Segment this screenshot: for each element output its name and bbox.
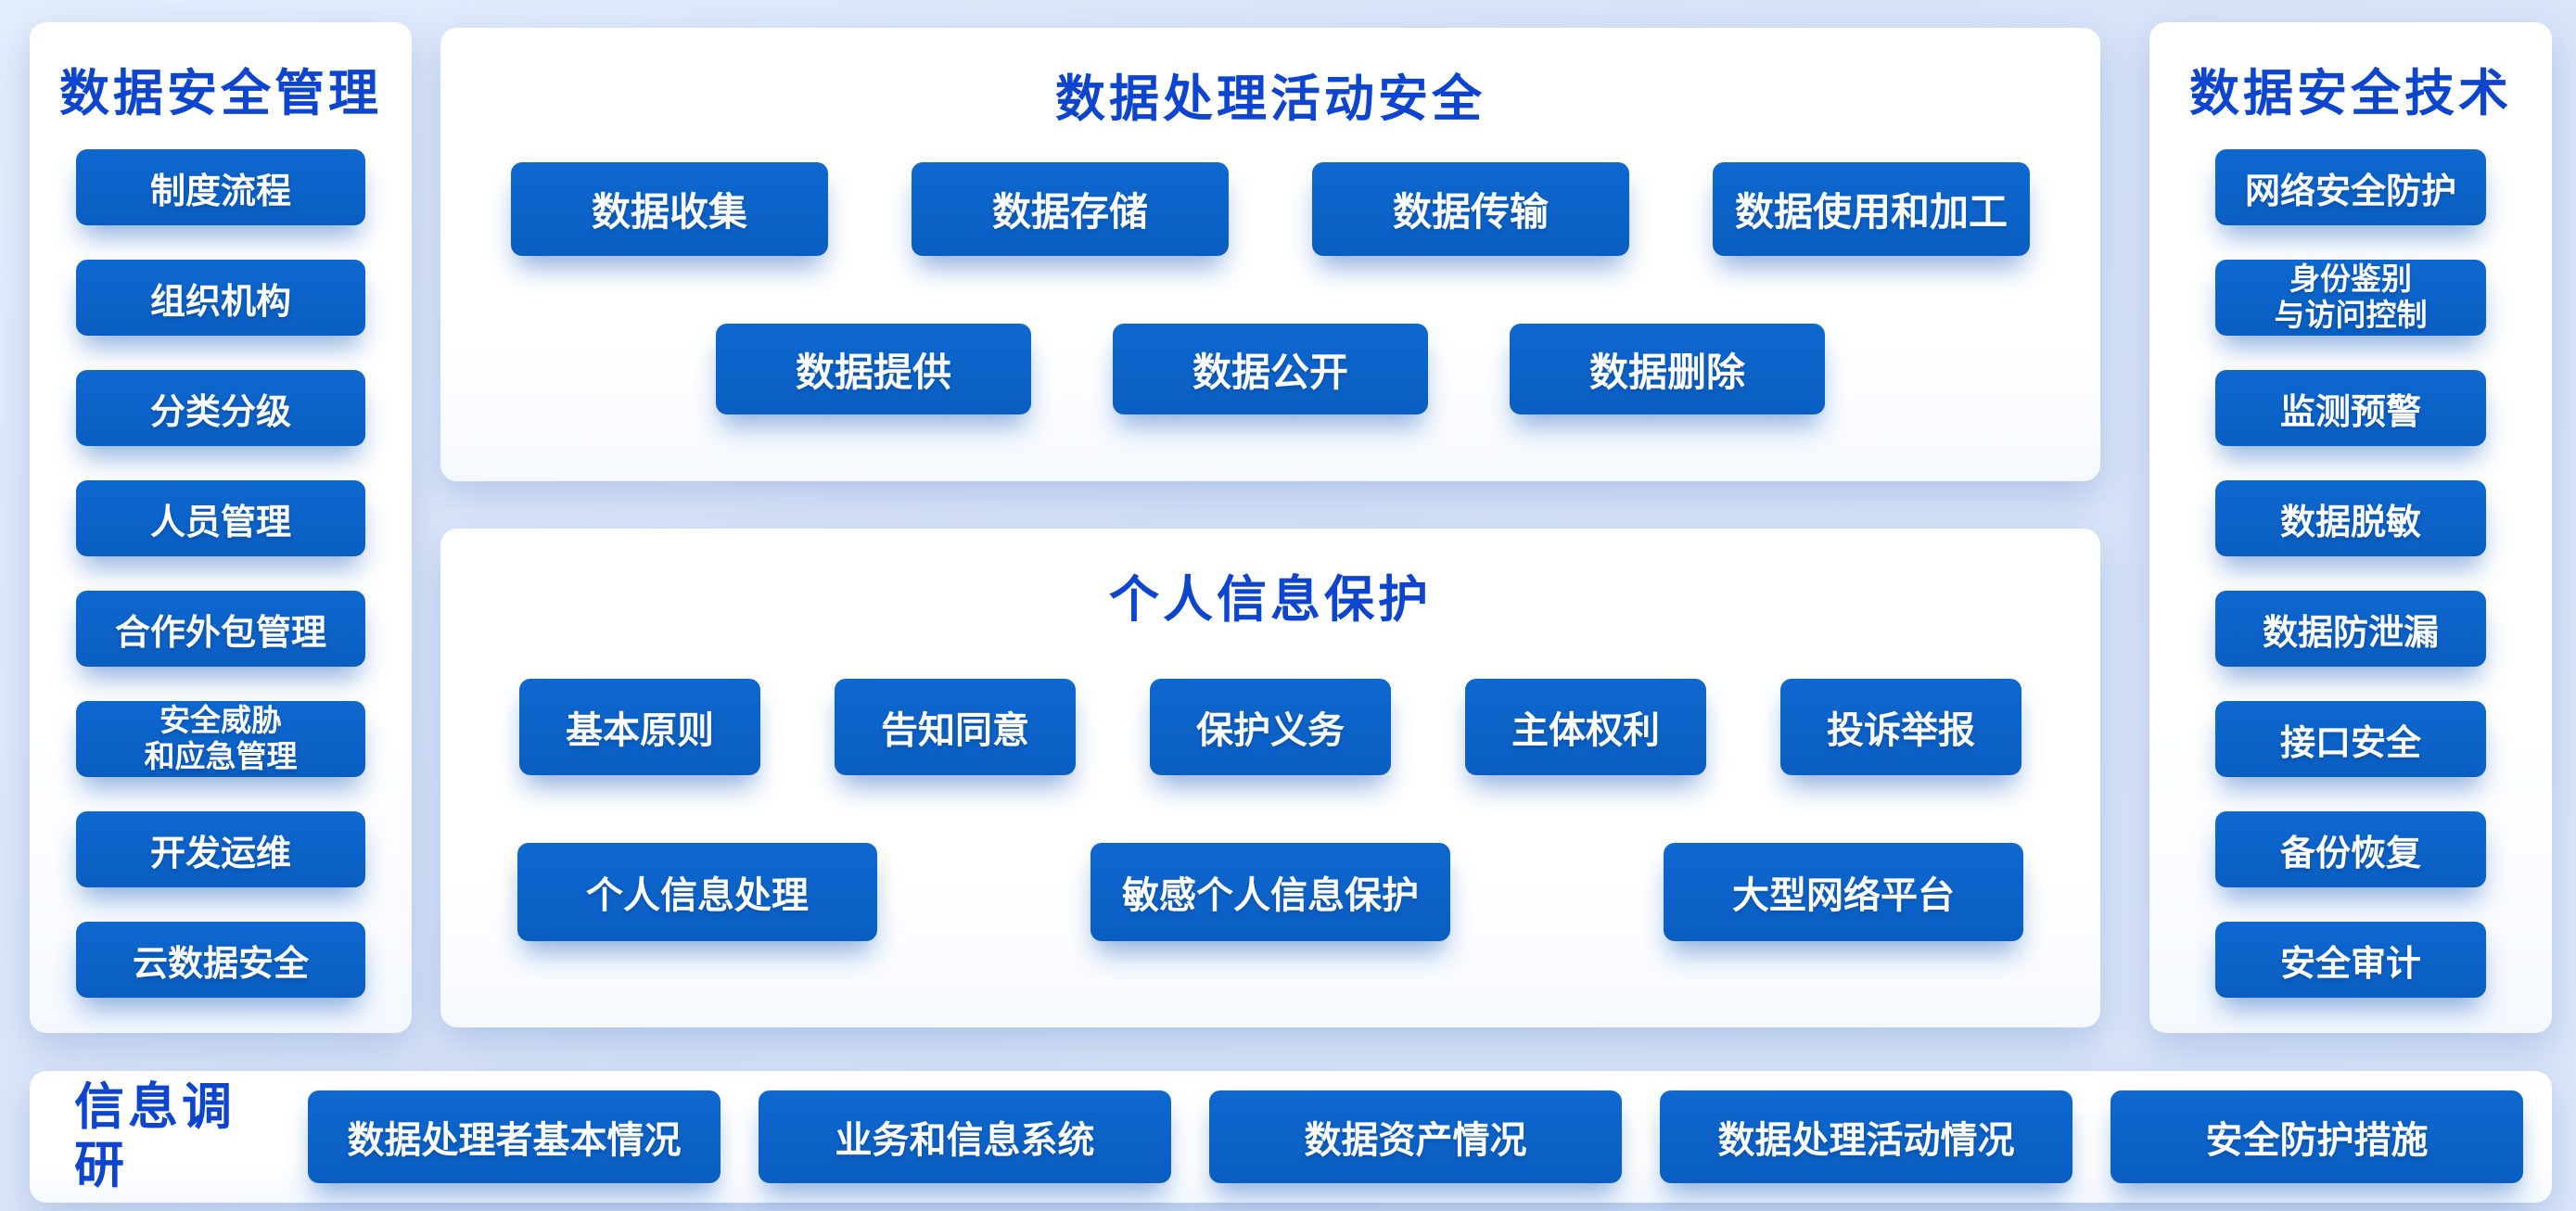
- data-security-technology-panel: 数据安全技术 网络安全防护 身份鉴别 与访问控制 监测预警 数据脱敏 数据防泄漏…: [2149, 22, 2552, 1033]
- chip-data-collection[interactable]: 数据收集: [511, 162, 828, 256]
- chip-data-provision[interactable]: 数据提供: [716, 324, 1031, 414]
- chip-security-audit[interactable]: 安全审计: [2215, 922, 2486, 998]
- data-processing-row-1: 数据收集 数据存储 数据传输 数据使用和加工: [440, 162, 2100, 256]
- data-processing-row-2: 数据提供 数据公开 数据删除: [440, 324, 2100, 414]
- chip-protection-obligations[interactable]: 保护义务: [1150, 679, 1391, 775]
- chip-data-leakage-prevention[interactable]: 数据防泄漏: [2215, 591, 2486, 667]
- chip-data-asset-status[interactable]: 数据资产情况: [1209, 1090, 1622, 1183]
- data-security-technology-title: 数据安全技术: [2189, 66, 2512, 121]
- chip-security-protection-measures[interactable]: 安全防护措施: [2111, 1090, 2523, 1183]
- chip-classification-grading[interactable]: 分类分级: [76, 370, 365, 446]
- chip-complaint-reporting[interactable]: 投诉举报: [1780, 679, 2021, 775]
- chip-data-masking[interactable]: 数据脱敏: [2215, 480, 2486, 556]
- chip-subject-rights[interactable]: 主体权利: [1465, 679, 1706, 775]
- chip-data-deletion[interactable]: 数据删除: [1510, 324, 1825, 414]
- data-security-management-panel: 数据安全管理 制度流程 组织机构 分类分级 人员管理 合作外包管理 安全威胁 和…: [30, 22, 412, 1033]
- chip-cloud-data-security[interactable]: 云数据安全: [76, 922, 365, 998]
- chip-business-info-systems[interactable]: 业务和信息系统: [759, 1090, 1171, 1183]
- chip-organization-structure[interactable]: 组织机构: [76, 260, 365, 336]
- chip-personnel-management[interactable]: 人员管理: [76, 480, 365, 556]
- chip-identity-access-control[interactable]: 身份鉴别 与访问控制: [2215, 260, 2486, 336]
- chip-sensitive-personal-info-protection[interactable]: 敏感个人信息保护: [1090, 843, 1450, 941]
- chip-outsourcing-management[interactable]: 合作外包管理: [76, 591, 365, 667]
- data-security-management-list: 制度流程 组织机构 分类分级 人员管理 合作外包管理 安全威胁 和应急管理 开发…: [30, 149, 412, 998]
- chip-institution-process[interactable]: 制度流程: [76, 149, 365, 225]
- personal-information-protection-title: 个人信息保护: [1109, 572, 1432, 628]
- data-security-management-title: 数据安全管理: [59, 66, 382, 121]
- chip-large-network-platform[interactable]: 大型网络平台: [1664, 843, 2023, 941]
- chip-data-processing-activity-status[interactable]: 数据处理活动情况: [1660, 1090, 2072, 1183]
- chip-notice-consent[interactable]: 告知同意: [835, 679, 1076, 775]
- chip-monitoring-warning[interactable]: 监测预警: [2215, 370, 2486, 446]
- chip-threat-emergency-management[interactable]: 安全威胁 和应急管理: [76, 701, 365, 777]
- chip-network-security-protection[interactable]: 网络安全防护: [2215, 149, 2486, 225]
- data-processing-activity-security-title: 数据处理活动安全: [1055, 71, 1486, 127]
- information-research-list: 数据处理者基本情况 业务和信息系统 数据资产情况 数据处理活动情况 安全防护措施: [308, 1090, 2523, 1183]
- information-research-panel: 信息调研 数据处理者基本情况 业务和信息系统 数据资产情况 数据处理活动情况 安…: [30, 1071, 2552, 1203]
- personal-info-row-2: 个人信息处理 敏感个人信息保护 大型网络平台: [440, 843, 2100, 941]
- chip-data-use-processing[interactable]: 数据使用和加工: [1713, 162, 2030, 256]
- chip-api-security[interactable]: 接口安全: [2215, 701, 2486, 777]
- data-security-technology-list: 网络安全防护 身份鉴别 与访问控制 监测预警 数据脱敏 数据防泄漏 接口安全 备…: [2149, 149, 2552, 998]
- chip-data-storage[interactable]: 数据存储: [912, 162, 1229, 256]
- chip-data-transmission[interactable]: 数据传输: [1312, 162, 1629, 256]
- information-research-title: 信息调研: [74, 1079, 236, 1193]
- personal-info-row-1: 基本原则 告知同意 保护义务 主体权利 投诉举报: [440, 679, 2100, 775]
- personal-information-protection-panel: 个人信息保护 基本原则 告知同意 保护义务 主体权利 投诉举报 个人信息处理 敏…: [440, 529, 2100, 1027]
- chip-backup-recovery[interactable]: 备份恢复: [2215, 811, 2486, 887]
- chip-dev-ops[interactable]: 开发运维: [76, 811, 365, 887]
- data-processing-activity-security-panel: 数据处理活动安全 数据收集 数据存储 数据传输 数据使用和加工 数据提供 数据公…: [440, 28, 2100, 481]
- chip-personal-info-processing[interactable]: 个人信息处理: [517, 843, 877, 941]
- chip-data-processor-basic-info[interactable]: 数据处理者基本情况: [308, 1090, 721, 1183]
- chip-basic-principles[interactable]: 基本原则: [519, 679, 760, 775]
- chip-data-disclosure[interactable]: 数据公开: [1113, 324, 1428, 414]
